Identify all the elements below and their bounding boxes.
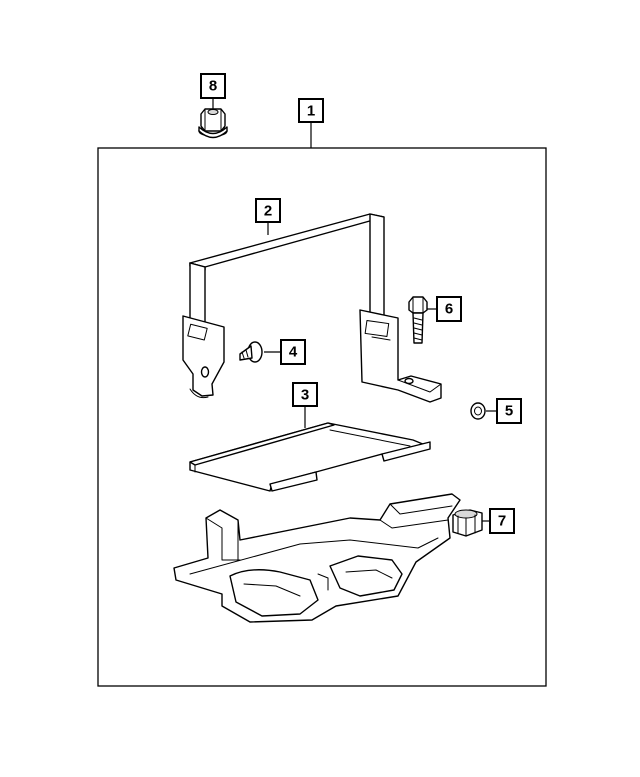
callout-7: 7 [489,508,515,534]
hold-down-bracket-part [182,213,442,403]
callout-3-label: 3 [301,387,309,404]
callout-4: 4 [280,339,306,365]
callout-6: 6 [436,296,462,322]
assembly-frame [97,147,547,687]
callout-2: 2 [255,198,281,223]
callout-4-label: 4 [289,344,298,361]
tray-pad-part [189,422,431,492]
washer-part [470,402,486,420]
battery-tray-part [173,493,461,623]
callout-2-label: 2 [264,203,272,220]
callout-3: 3 [292,382,318,407]
callout-8-label: 8 [209,78,217,95]
callout-6-label: 6 [445,301,453,318]
flange-nut-part [198,108,228,139]
push-pin-part [239,341,263,363]
callout-5-label: 5 [505,403,513,420]
callout-1-label: 1 [307,103,315,120]
callout-8: 8 [200,73,226,99]
callout-5: 5 [496,398,522,424]
spacer-nut-part [452,509,483,537]
bolt-part [408,296,428,344]
callout-7-label: 7 [498,513,506,530]
callout-1: 1 [298,98,324,123]
